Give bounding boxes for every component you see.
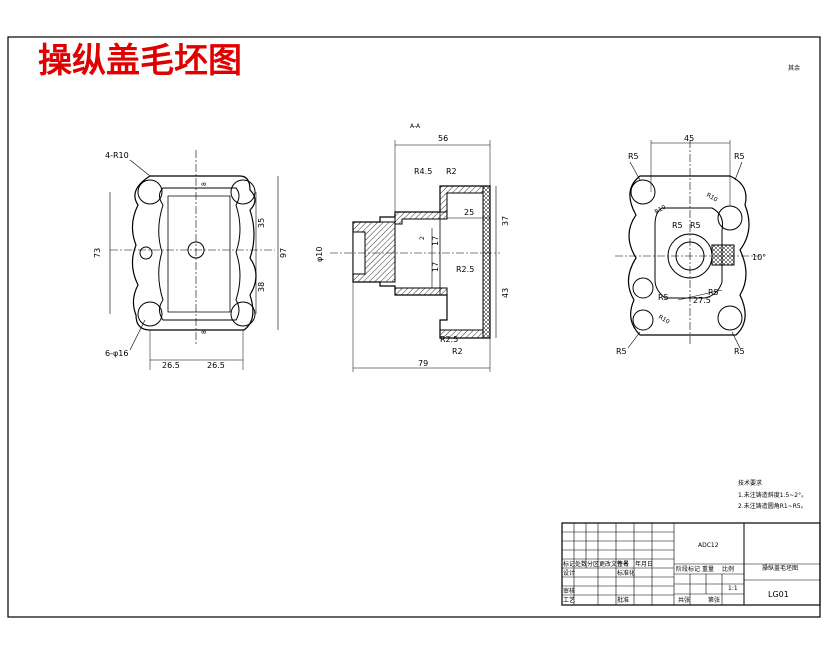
sheet-border [7,36,821,618]
section-r25b: R2.5 [440,335,458,344]
tb-r2-2: 标准化 [617,569,635,577]
notes-item-1: 1.未注铸造斜度1.5~2°。 [738,491,807,499]
right-r5-tr: R5 [734,152,745,161]
section-dim-17b: 17 [431,262,440,272]
right-r5b: R5 [690,221,701,230]
section-r45: R4.5 [414,167,432,176]
section-label: A-A [410,123,421,130]
right-r5-mid2: R5 [658,293,669,302]
right-r5-br: R5 [734,347,745,356]
title-block-material: ADC12 [698,542,719,549]
left-radius-note: 4-R10 [105,151,129,160]
section-r2-bot: R2 [452,347,463,356]
section-r2-top: R2 [446,167,457,176]
tb-r4-0: 工艺 [563,596,575,604]
right-r10-a: R10 [705,192,719,204]
left-view [109,150,279,370]
section-dim-79: 79 [418,359,428,368]
drawing-title: 操纵盖毛坯图 [38,41,242,81]
left-hole-note: 6-φ16 [105,349,128,358]
notes-item-2: 2.未注铸造圆角R1~R5。 [738,502,807,510]
right-r5-mid: R5 [708,288,719,297]
section-dim-17a: 17 [431,236,440,246]
left-dim-w-left: 26.5 [162,361,180,370]
tb-r1-1: 处数 [575,560,587,568]
left-dim-35: 35 [257,218,266,228]
right-r10-c: R10 [657,314,671,326]
tb-r1-2: 分区 [587,560,599,568]
tb-r4-4: 共张 [678,596,690,604]
left-dim-73: 73 [93,248,102,258]
section-dim-37: 37 [501,216,510,226]
right-r5-bl: R5 [616,347,627,356]
left-dim-wall-bot: 8 [201,330,208,334]
title-block [561,522,821,606]
notes-heading: 技术要求 [738,479,762,487]
left-dim-38: 38 [257,282,266,292]
left-dim-wall-top: 8 [201,182,208,186]
section-dim-43: 43 [501,288,510,298]
section-dim-bore: φ10 [315,247,324,262]
right-dim-45: 45 [684,134,694,143]
section-dim-2: 2 [419,236,426,240]
section-view [330,140,500,372]
tb-stage-1: 重量 [702,565,714,573]
right-view [615,140,760,349]
right-dim-275: 27.5 [693,296,711,305]
left-dim-w-right: 26.5 [207,361,225,370]
roughness-mark: 其余 [788,64,800,72]
title-block-scale: 1:1 [728,585,738,592]
right-r5a: R5 [672,221,683,230]
title-block-number: LG01 [768,590,789,599]
section-dim-25: 25 [464,208,474,217]
tb-r1-4: 签名 [617,560,629,568]
left-dim-97: 97 [279,248,288,258]
right-r10-b: R10 [654,204,668,216]
tb-r4-2: 批准 [617,596,629,604]
tb-r1-5: 年月日 [635,560,653,568]
tb-r3-0: 审核 [563,587,575,595]
tb-r2-0: 设计 [563,569,575,577]
tb-r1-0: 标记 [563,560,575,568]
tb-stage-0: 阶段标记 [676,565,700,573]
section-r25: R2.5 [456,265,474,274]
right-r5-tl: R5 [628,152,639,161]
right-angle: 10° [752,253,766,262]
section-dim-56: 56 [438,134,448,143]
title-block-name: 操纵盖毛坯图 [762,564,798,572]
tb-r1-3: 更改文件号 [599,560,629,568]
tb-r4-5: 第张 [708,596,720,604]
tb-stage-2: 比例 [722,565,734,573]
